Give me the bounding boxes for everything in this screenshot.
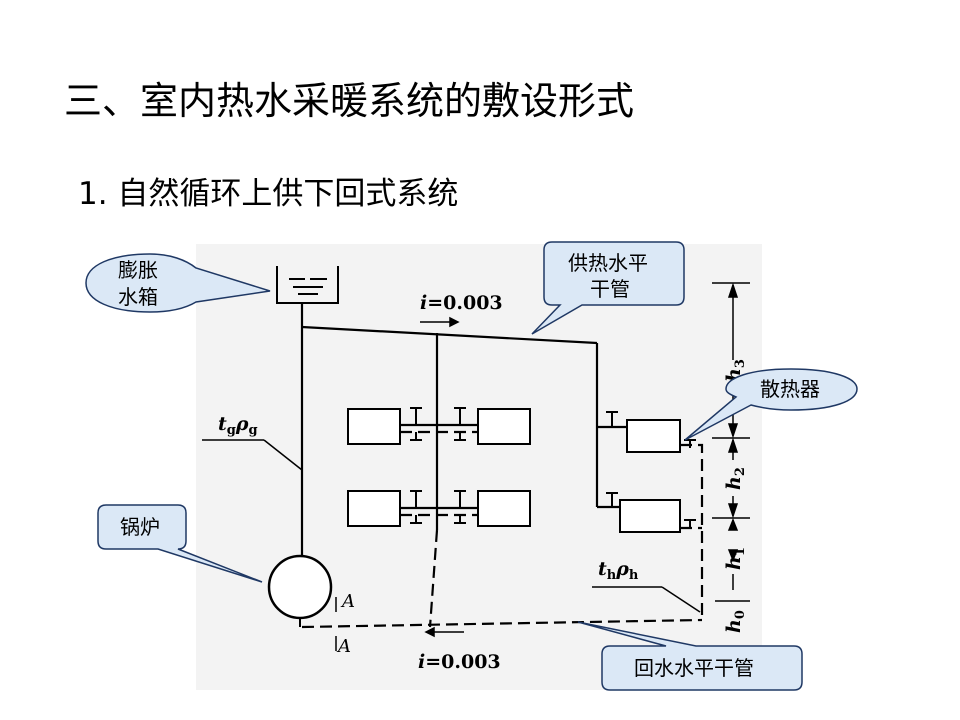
callout-supply-main-line1: 供热水平: [568, 251, 648, 275]
supply-temp-label: tgρg: [218, 413, 258, 438]
height-dimensions: [712, 282, 750, 602]
height-label-h1: h1: [723, 547, 748, 570]
slope-label-top: i=0.003: [420, 292, 503, 314]
callout-boiler: 锅炉: [97, 504, 263, 583]
callout-supply-main: 供热水平 干管: [531, 241, 685, 335]
section-label-top: A: [340, 591, 355, 612]
return-temp-label: thρh: [598, 558, 639, 583]
supply-temp-leader-diag: [263, 439, 303, 471]
return-temp-leader-diag: [661, 586, 701, 613]
radiator-left-upper: [347, 408, 401, 445]
page-title: 三、室内热水采暖系统的敷设形式: [64, 79, 635, 123]
callout-expansion-tank-line2: 水箱: [118, 285, 158, 309]
radiator-right-upper: [477, 408, 531, 445]
callout-return-main: 回水水平干管: [577, 621, 803, 691]
expansion-tank: [276, 266, 339, 304]
radiator-riser-lower: [619, 499, 681, 533]
valves: [410, 407, 696, 528]
radiators: [347, 408, 681, 533]
flow-arrows: [420, 316, 464, 638]
page-subtitle: 1. 自然循环上供下回式系统: [78, 176, 459, 212]
boiler: [267, 554, 333, 620]
height-label-h0: h0: [723, 610, 748, 633]
callout-radiator-text: 散热器: [760, 377, 820, 401]
radiator-left-lower: [347, 490, 401, 527]
callout-boiler-text: 锅炉: [120, 515, 160, 539]
callout-return-main-text: 回水水平干管: [634, 656, 754, 680]
callout-radiator: 散热器: [684, 368, 858, 441]
callout-expansion-tank-line1: 膨胀: [118, 258, 158, 282]
height-label-h2: h2: [723, 467, 748, 490]
radiator-riser-upper: [626, 419, 681, 453]
slope-label-bottom: i=0.003: [418, 651, 501, 673]
callout-supply-main-line2: 干管: [590, 277, 630, 301]
callout-expansion-tank: 膨胀 水箱: [85, 253, 271, 313]
radiator-right-lower: [477, 490, 531, 527]
section-label-bottom: A: [336, 636, 351, 657]
